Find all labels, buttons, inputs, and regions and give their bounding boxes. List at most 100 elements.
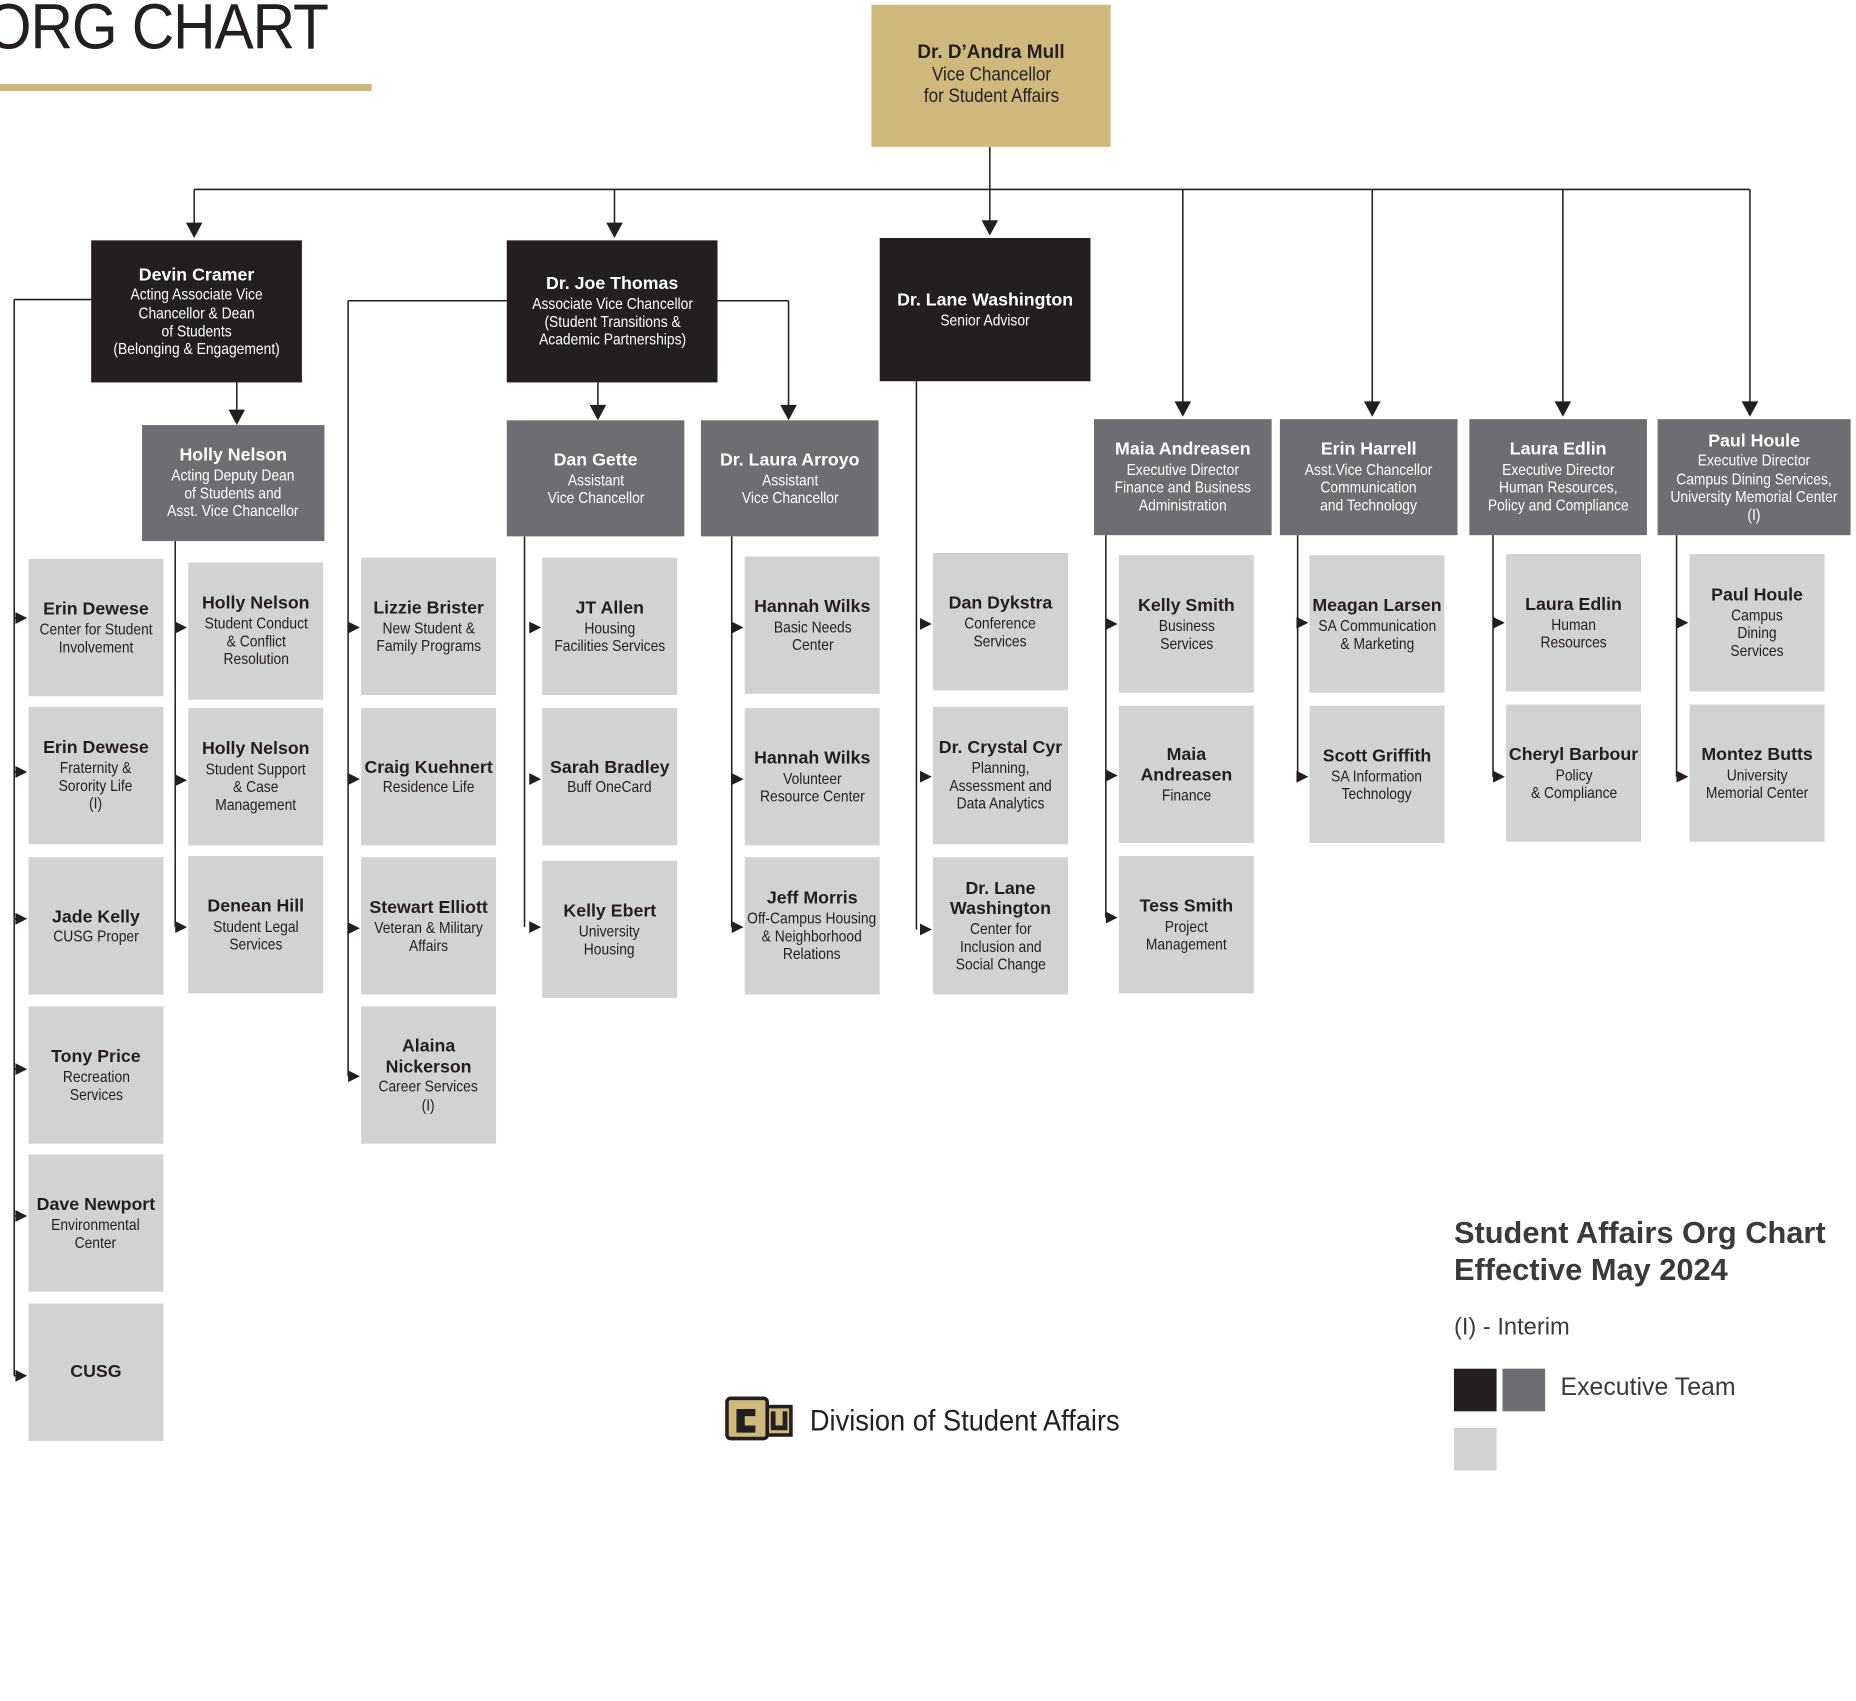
person-name: Erin Dewese <box>43 599 149 620</box>
person-name: Stewart Elliott <box>369 897 488 918</box>
role-line: Services <box>1730 642 1784 660</box>
arrow-down-icon <box>1363 401 1381 417</box>
role-line: SA Communication <box>1318 616 1436 635</box>
role-line: Memorial Center <box>1705 783 1809 802</box>
arrow-right-icon <box>1296 770 1309 783</box>
role-line: Human Resources, <box>1498 478 1618 497</box>
person-name: Paul Houle <box>1708 430 1800 451</box>
role-line: Off-Campus Housing <box>747 909 877 928</box>
arrow-right-icon <box>919 923 932 936</box>
arrow-down-icon <box>606 222 623 238</box>
role-line: Policy <box>1555 765 1593 784</box>
person-name: Dr. Lane Washington <box>949 878 1051 920</box>
arrow-right-icon <box>15 612 28 624</box>
role-line: Academic Partnerships) <box>538 330 686 349</box>
role-line: Vice Chancellor <box>931 64 1051 85</box>
role-line: Finance <box>1161 786 1212 804</box>
footer-division-name: Division of Student Affairs <box>809 1404 1120 1438</box>
arrow-right-icon <box>1493 770 1505 783</box>
role-title: Fraternity &Sorority Life(I) <box>59 759 133 813</box>
arrow-right-icon <box>529 921 542 933</box>
role-line: Associate Vice Chancellor <box>531 294 693 313</box>
role-line: Assistant <box>761 470 818 489</box>
person-name: CUSG <box>70 1361 122 1382</box>
person-name: Holly Nelson <box>179 445 288 466</box>
person-name: Denean Hill <box>207 896 305 917</box>
role-line: Senior Advisor <box>940 311 1030 329</box>
person-name: Meagan Larsen <box>1312 595 1442 616</box>
legend-title-line1: Student Affairs Org Chart <box>1453 1214 1826 1251</box>
role-line: Recreation <box>62 1067 130 1086</box>
person-name: Paul Houle <box>1711 585 1803 606</box>
legend-swatch-black <box>1453 1368 1497 1412</box>
person-name: Maia Andreasen <box>1115 439 1251 460</box>
role-line: for Student Affairs <box>923 86 1059 107</box>
arrow-right-icon <box>529 621 542 634</box>
arrow-right-icon <box>348 773 360 785</box>
role-line: SA Information <box>1331 766 1423 785</box>
role-line: Resource Center <box>759 787 865 805</box>
arrow-right-icon <box>731 921 744 933</box>
arrow-right-icon <box>1105 618 1118 630</box>
role-line: Vice Chancellor <box>741 488 839 507</box>
role-line: Assessment and <box>949 776 1052 795</box>
staff-box: CUSG <box>28 1303 164 1441</box>
role-line: Policy and Compliance <box>1487 496 1629 515</box>
role-line: & Conflict <box>226 632 286 651</box>
arrow-down-icon <box>185 222 203 238</box>
role-line: & Case <box>233 778 279 796</box>
arrow-right-icon <box>348 621 360 634</box>
role-line: CUSG Proper <box>53 927 139 946</box>
arrow-right-icon <box>175 774 188 787</box>
role-title: Policy& Compliance <box>1530 766 1616 802</box>
role-line: Management <box>1145 935 1227 953</box>
role-line: Residence Life <box>382 778 475 796</box>
role-line: Asst.Vice Chancellor <box>1304 460 1433 479</box>
person-name: Kelly Ebert <box>563 901 657 922</box>
role-line: Chancellor & Dean <box>138 303 255 322</box>
person-name: Dr. Joe Thomas <box>545 274 679 295</box>
role-line: Housing <box>584 618 636 637</box>
role-line: Social Change <box>955 955 1046 974</box>
person-name: Hannah Wilks <box>754 748 871 769</box>
arrow-right-icon <box>1105 769 1118 782</box>
person-name: Hannah Wilks <box>754 596 871 617</box>
arrow-right-icon <box>348 1070 360 1083</box>
arrow-right-icon <box>15 1063 28 1076</box>
person-name: JT Allen <box>575 597 644 619</box>
role-line: Inclusion and <box>959 937 1042 956</box>
role-line: Services <box>229 935 283 953</box>
arrow-right-icon <box>15 912 28 925</box>
role-line: and Technology <box>1320 496 1418 515</box>
